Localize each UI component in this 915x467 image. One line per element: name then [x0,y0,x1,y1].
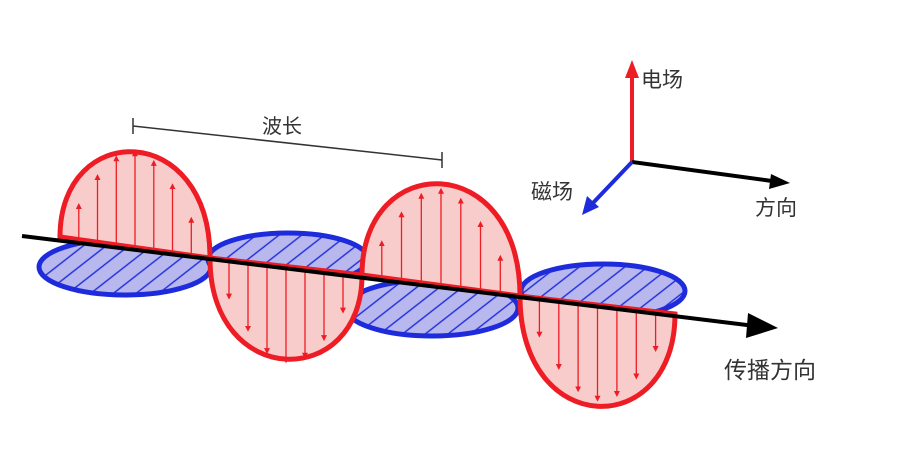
magnetic-field-label: 磁场 [531,180,573,204]
electric-field-label: 电场 [641,68,683,92]
propagation-direction-label: 传播方向 [724,358,816,384]
electric-field-lobes [57,149,678,409]
direction-label: 方向 [755,196,797,220]
propagation-axis [21,234,778,338]
direction-axis-arrowhead [769,174,790,189]
magnetic-axis-arrowhead [582,196,599,215]
wavelength-bracket [132,118,443,168]
axes-legend [582,60,790,215]
electric-axis-arrowhead [625,60,639,78]
wavelength-label: 波长 [262,114,302,138]
electric-field-vectors [75,150,659,402]
propagation-arrowhead [746,313,778,338]
